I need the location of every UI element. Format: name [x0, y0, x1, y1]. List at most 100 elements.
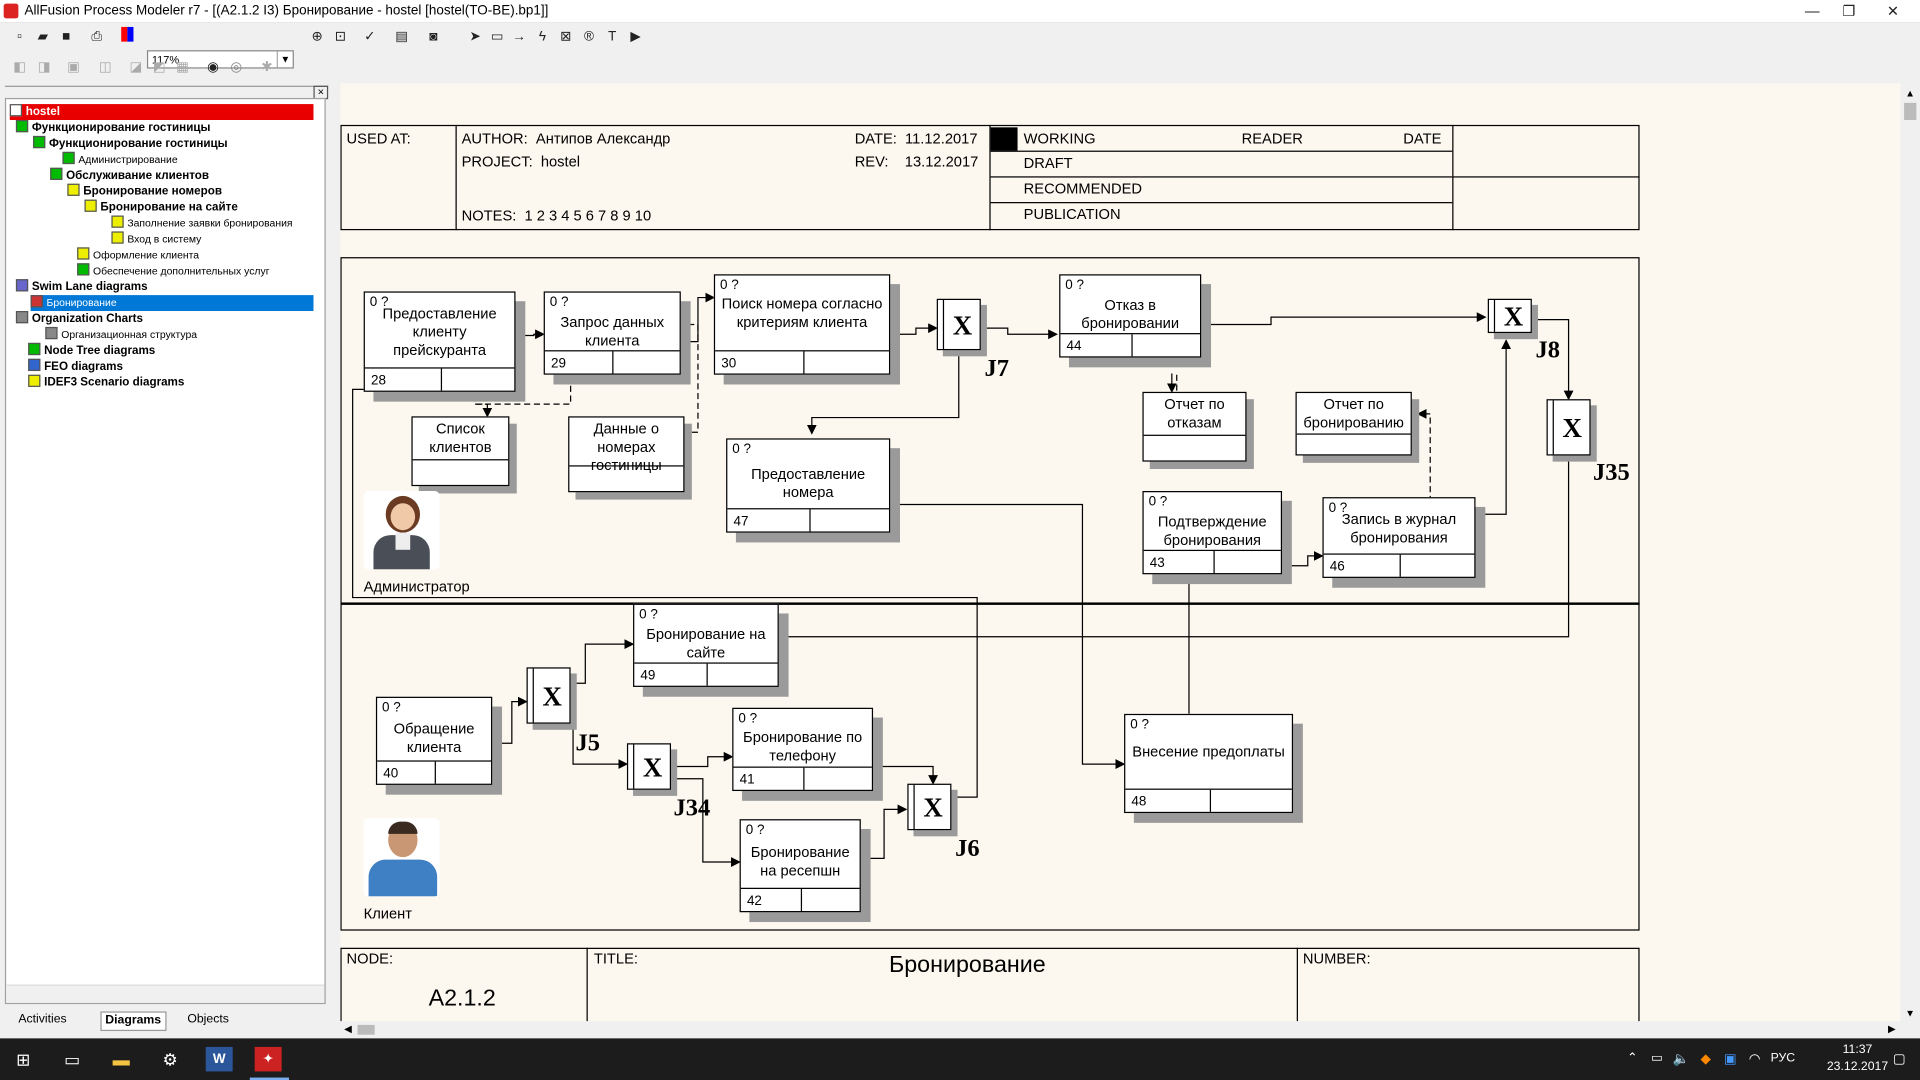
tree-item[interactable]: Бронирование на сайте — [84, 199, 238, 216]
junction-xor[interactable]: X — [1546, 399, 1591, 456]
tree-item[interactable]: Функционирование гостиницы — [15, 120, 211, 136]
tree-item[interactable]: Node Tree diagrams — [28, 342, 155, 359]
settings-icon[interactable]: ✱ — [261, 60, 273, 75]
wifi-icon[interactable]: ◠ — [1748, 1051, 1761, 1067]
notifications-icon[interactable]: ▢ — [1892, 1051, 1906, 1067]
data-store[interactable]: Данные о номерах гостиницы — [568, 416, 685, 493]
zoom-select[interactable]: 117%▼ — [146, 50, 294, 69]
volume-icon[interactable]: 🔈 — [1672, 1051, 1690, 1067]
referent-tool-icon[interactable]: ® — [584, 29, 594, 45]
tree-item[interactable]: Администрирование — [62, 151, 178, 168]
tree-item[interactable]: FEO diagrams — [28, 358, 123, 375]
junction-xor[interactable]: X — [907, 783, 952, 831]
language-indicator[interactable]: РУС — [1770, 1051, 1796, 1066]
data-store[interactable]: Отчет по отказам — [1142, 391, 1247, 462]
squiggle-tool-icon[interactable]: ϟ — [538, 29, 547, 45]
tree-item[interactable]: Функционирование гостиницы — [33, 135, 228, 152]
activity-box[interactable]: 0 ? Бронирование на сайте 49 — [633, 603, 779, 687]
word-icon[interactable]: W — [205, 1046, 233, 1072]
battery-icon[interactable]: ▭ — [1650, 1051, 1663, 1066]
task-view-icon[interactable]: ▭ — [64, 1049, 81, 1069]
junction-xor[interactable]: X — [526, 667, 571, 724]
color-palette-icon[interactable] — [118, 26, 138, 47]
db-disconnect-icon[interactable]: ◨ — [37, 60, 51, 75]
scroll-up-icon[interactable]: ▲ — [1905, 88, 1916, 100]
tree-hscroll[interactable] — [6, 984, 325, 1003]
zoom-fit-icon[interactable]: ⊡ — [334, 29, 347, 45]
settings-gear-icon[interactable]: ⚙ — [162, 1049, 178, 1069]
close-button[interactable]: ✕ — [1886, 2, 1900, 20]
zoom-in-icon[interactable]: ⊕ — [311, 29, 323, 45]
save-icon[interactable]: ■ — [62, 29, 71, 45]
activity-box[interactable]: 0 ? Предоставление номера 47 — [726, 438, 891, 533]
activity-box[interactable]: 0 ? Поиск номера согласно критериям клие… — [713, 274, 891, 375]
users-icon[interactable]: ◉ — [207, 60, 219, 75]
tree-root[interactable]: hostel — [9, 104, 314, 121]
tree-item[interactable]: Вход в систему — [111, 231, 201, 247]
tree-item[interactable]: Swim Lane diagrams — [15, 279, 148, 295]
tree-item[interactable]: Бронирование номеров — [67, 183, 222, 200]
text-tool-icon[interactable]: T — [608, 29, 617, 45]
data-store[interactable]: Отчет по бронированию — [1295, 391, 1412, 456]
spell-check-icon[interactable]: ✓ — [364, 29, 376, 45]
tree-item-selected[interactable]: Бронирование — [30, 295, 314, 312]
activity-box[interactable]: 0 ? Бронирование по телефону 41 — [732, 707, 874, 792]
vertical-scrollbar[interactable]: ▲ ▼ — [1901, 83, 1920, 1022]
scroll-down-icon[interactable]: ▼ — [1905, 1007, 1916, 1019]
arrow-tool-icon[interactable]: → — [512, 29, 526, 45]
model-explorer-icon[interactable]: ▤ — [395, 29, 409, 45]
tree-item[interactable]: Оформление клиента — [77, 247, 199, 263]
tree-item[interactable]: Обеспечение дополнительных услуг — [77, 263, 270, 279]
diagram-canvas[interactable]: USED AT: AUTHOR: Антипов Александр PROJE… — [340, 83, 1901, 1022]
junction-xor[interactable]: X — [626, 743, 672, 790]
junction-xor[interactable]: X — [936, 298, 981, 351]
report-icon[interactable]: ◫ — [98, 60, 112, 75]
minimize-button[interactable]: — — [1804, 2, 1820, 20]
tree-item[interactable]: Organization Charts — [15, 311, 143, 327]
print-icon[interactable]: ⎙ — [91, 29, 103, 45]
data-store[interactable]: Список клиентов — [411, 416, 510, 487]
merge-icon[interactable]: ◪ — [129, 60, 143, 75]
chevron-up-icon[interactable]: ⌃ — [1627, 1051, 1638, 1066]
activity-box[interactable]: 0 ? Подтверждение бронирования 43 — [1142, 491, 1283, 575]
browser-icon[interactable]: ◙ — [429, 29, 438, 45]
network-icon[interactable]: ▣ — [1723, 1051, 1737, 1067]
activity-box-tool-icon[interactable]: ▭ — [490, 29, 504, 45]
junction-tool-icon[interactable]: ⊠ — [560, 29, 572, 45]
scroll-left-icon[interactable]: ◀ — [344, 1023, 352, 1035]
tab-objects[interactable]: Objects — [187, 1012, 229, 1027]
open-folder-icon[interactable]: ▰ — [37, 29, 49, 45]
tree-item[interactable]: Заполнение заявки бронирования — [111, 215, 293, 232]
pointer-tool-icon[interactable]: ➤ — [469, 29, 481, 45]
activity-box[interactable]: 0 ? Обращение клиента 40 — [375, 696, 493, 785]
activity-box[interactable]: 0 ? Запись в журнал бронирования 46 — [1322, 497, 1476, 578]
activity-box[interactable]: 0 ? Отказ в бронировании 44 — [1059, 274, 1202, 358]
activity-box[interactable]: 0 ? Запрос данных клиента 29 — [543, 291, 681, 375]
lock-icon[interactable]: ▣ — [67, 60, 80, 75]
antivirus-icon[interactable]: ◆ — [1700, 1051, 1711, 1067]
tree-item[interactable]: Обслуживание клиентов — [50, 167, 209, 184]
scroll-thumb[interactable] — [1904, 102, 1917, 121]
junction-xor[interactable]: X — [1487, 298, 1532, 334]
tree-item[interactable]: Организационная структура — [45, 326, 197, 343]
activity-box[interactable]: 0 ? Бронирование на ресепшн 42 — [739, 819, 861, 913]
process-modeler-icon[interactable]: ✦ — [254, 1046, 282, 1072]
windows-start-icon[interactable]: ⊞ — [16, 1049, 31, 1069]
maximize-button[interactable]: ❐ — [1842, 2, 1856, 20]
grid-icon[interactable]: ▦ — [176, 60, 189, 75]
tree-item[interactable]: IDEF3 Scenario diagrams — [28, 374, 184, 391]
split-icon[interactable]: ◩ — [152, 60, 166, 75]
new-file-icon[interactable]: ▫ — [17, 29, 22, 45]
activity-box[interactable]: 0 ? Предоставление клиенту прейскуранта … — [363, 291, 516, 392]
scroll-right-icon[interactable]: ▶ — [1887, 1023, 1896, 1035]
horizontal-scrollbar[interactable]: ◀ ▶ — [340, 1021, 1901, 1039]
file-explorer-icon[interactable]: ▬ — [112, 1049, 130, 1069]
scroll-thumb[interactable] — [357, 1024, 375, 1035]
go-to-child-icon[interactable]: ▶ — [630, 29, 641, 45]
properties-icon[interactable]: ◎ — [230, 60, 243, 75]
activity-box[interactable]: 0 ? Внесение предоплаты 48 — [1124, 713, 1294, 814]
tab-activities[interactable]: Activities — [18, 1012, 67, 1027]
tab-diagrams[interactable]: Diagrams — [100, 1011, 167, 1032]
db-connect-icon[interactable]: ◧ — [13, 60, 26, 75]
